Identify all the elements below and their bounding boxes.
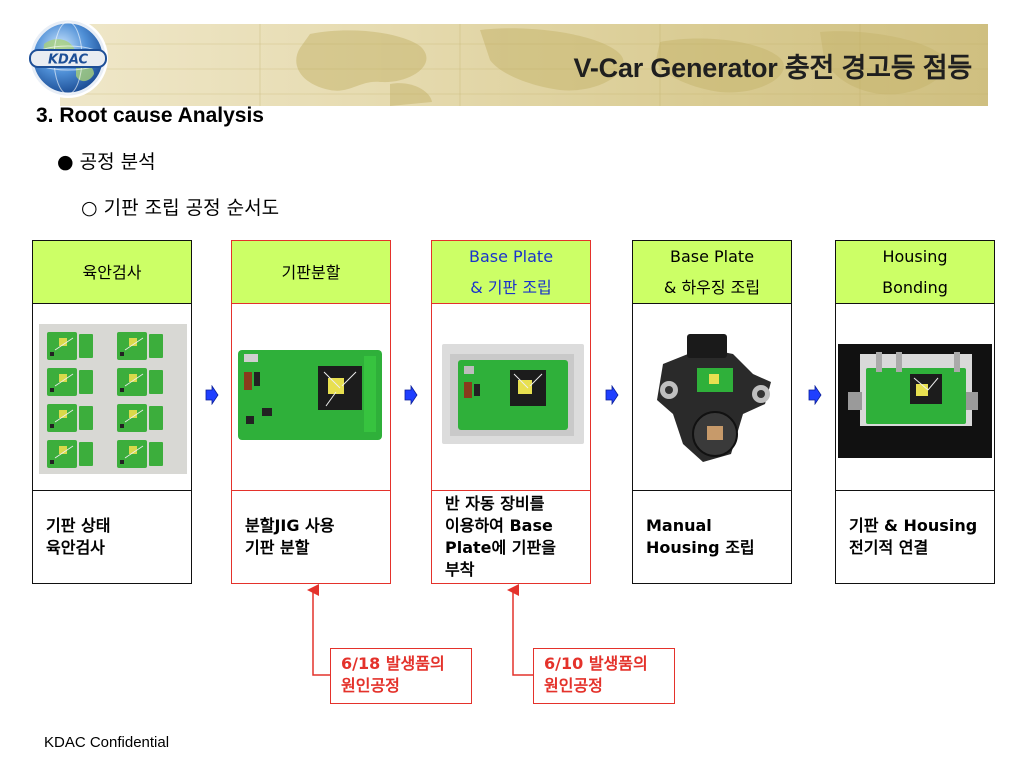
step-description: 기판 상태 육안검사	[46, 516, 111, 557]
hollow-bullet-icon: ○	[81, 197, 98, 219]
bullet-assembly-flowchart-text: 기판 조립 공정 순서도	[103, 197, 280, 219]
process-step-housing-bonding: Housing Bonding 기판 & Housing 전기적 연결	[835, 240, 995, 584]
flow-arrow-icon	[404, 385, 418, 405]
step-header-line1: 기판분할	[281, 262, 341, 282]
flow-arrow-icon	[605, 385, 619, 405]
step-header-line2: Bonding	[882, 278, 948, 297]
step-header-line2: & 하우징 조립	[663, 278, 761, 297]
step-description: Manual Housing 조립	[646, 516, 755, 557]
step-header: 기판분할	[232, 241, 390, 304]
svg-text:KDAC: KDAC	[48, 53, 89, 68]
step-header: Base Plate & 기판 조립	[432, 241, 590, 304]
page-title: V-Car Generator 충전 경고등 점등	[573, 53, 973, 83]
step-header: 육안검사	[33, 241, 191, 304]
section-heading: 3. Root cause Analysis	[36, 104, 264, 127]
process-step-visual-inspection: 육안검사 기판 상태 육안검사	[32, 240, 192, 584]
world-map-background	[60, 24, 988, 106]
bullet-process-analysis-text: 공정 분석	[79, 151, 156, 173]
root-cause-callout-0610: 6/10 발생품의 원인공정	[533, 648, 675, 704]
flow-arrow-icon	[808, 385, 822, 405]
kdac-logo: KDAC	[24, 18, 136, 132]
filled-bullet-icon: ●	[57, 151, 74, 173]
step-header-line1: Base Plate	[669, 247, 755, 266]
process-step-base-plate-board-assembly: Base Plate & 기판 조립 반 자동 장비를 이용하여 Base Pl…	[431, 240, 591, 584]
step-photo-board-on-plate	[432, 304, 590, 491]
step-header-line1: Housing	[882, 247, 948, 266]
step-photo-single-board	[232, 304, 390, 491]
step-description: 분할JIG 사용 기판 분할	[245, 516, 335, 557]
bullet-assembly-flowchart: ○ 기판 조립 공정 순서도	[81, 193, 279, 220]
step-header-line1: 육안검사	[82, 262, 142, 282]
step-header: Housing Bonding	[836, 241, 994, 304]
step-header-line2: & 기판 조립	[470, 278, 552, 297]
flow-arrow-icon	[205, 385, 219, 405]
process-step-board-splitting: 기판분할 분할JIG 사용 기판 분할	[231, 240, 391, 584]
step-description: 반 자동 장비를 이용하여 Base Plate에 기판을 부착	[445, 494, 556, 579]
bullet-process-analysis: ● 공정 분석	[57, 147, 156, 174]
step-header: Base Plate & 하우징 조립	[633, 241, 791, 304]
step-photo-bonded-housing	[836, 304, 994, 491]
step-photo-housing-assembly	[633, 304, 791, 491]
footer-confidential: KDAC Confidential	[44, 734, 170, 751]
step-photo-board-panel	[33, 304, 191, 491]
process-step-base-plate-housing-assembly: Base Plate & 하우징 조립 Manual Housing 조립	[632, 240, 792, 584]
root-cause-callout-0618: 6/18 발생품의 원인공정	[330, 648, 472, 704]
step-description: 기판 & Housing 전기적 연결	[849, 516, 978, 557]
step-header-line1: Base Plate	[468, 247, 554, 266]
title-banner	[60, 24, 988, 106]
